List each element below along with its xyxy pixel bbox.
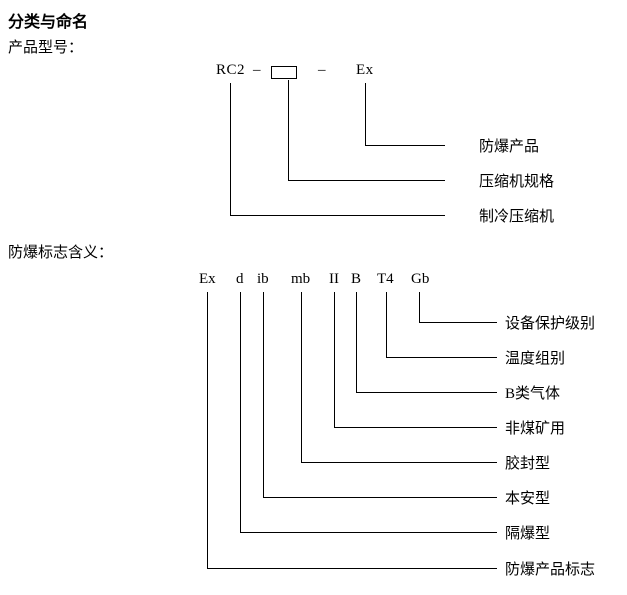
connector-hline-marking-Gb [419,322,497,323]
page-title: 分类与命名 [8,14,89,31]
marking-token-mb: mb [291,271,311,287]
connector-vline-marking-II [334,292,335,427]
connector-vline-marking-ib [263,292,264,497]
marking-token-d: d [236,271,244,287]
model-dash-1: – [253,62,261,78]
connector-hline-marking-ex [207,568,497,569]
model-prefix: RC2 [216,62,246,78]
connector-vline-marking-B [356,292,357,392]
marking-token-ib: ib [257,271,269,287]
model-suffix: Ex [356,62,374,78]
model-label-compressor-spec: 压缩机规格 [479,174,555,190]
section-label-marking-meaning: 防爆标志含义： [8,245,114,261]
marking-token-T4: T4 [377,271,394,287]
spec-placeholder-box [271,66,297,79]
marking-token-B: B [351,271,362,287]
connector-hline-rc2 [230,215,445,216]
connector-hline-marking-B [356,392,497,393]
marking-token-II: II [329,271,339,287]
marking-label-temperature-group: 温度组别 [505,351,566,367]
marking-label-encapsulated-type: 胶封型 [505,456,551,472]
connector-vline-marking-ex [207,292,208,568]
marking-label-intrinsic-safety-type: 本安型 [505,491,551,507]
connector-vline-box [288,80,289,180]
connector-hline-box [288,180,445,181]
marking-label-equipment-protection-level: 设备保护级别 [505,316,596,332]
connector-vline-marking-Gb [419,292,420,322]
marking-token-ex: Ex [199,271,216,287]
connector-hline-marking-ib [263,497,497,498]
marking-token-Gb: Gb [411,271,430,287]
model-label-refrigeration-compressor: 制冷压缩机 [479,209,555,225]
connector-vline-marking-mb [301,292,302,462]
connector-hline-ex [365,145,445,146]
marking-label-explosion-proof-product-mark: 防爆产品标志 [505,562,596,578]
model-dash-2: – [318,62,326,78]
connector-vline-marking-T4 [386,292,387,357]
connector-hline-marking-d [240,532,497,533]
connector-hline-marking-mb [301,462,497,463]
section-label-product-model: 产品型号： [8,40,84,56]
marking-label-flameproof-type: 隔爆型 [505,526,551,542]
connector-hline-marking-T4 [386,357,497,358]
marking-label-class-b-gas: B类气体 [505,386,561,402]
marking-label-non-coal-mine: 非煤矿用 [505,421,566,437]
connector-vline-ex [365,83,366,145]
model-label-explosion-proof-product: 防爆产品 [479,139,540,155]
connector-hline-marking-II [334,427,497,428]
connector-vline-marking-d [240,292,241,532]
connector-vline-rc2 [230,83,231,215]
